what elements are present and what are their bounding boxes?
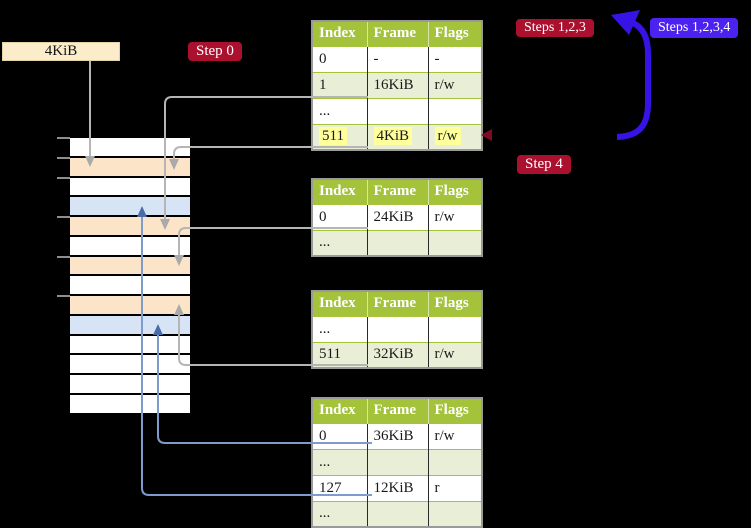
page-table-cell	[427, 97, 482, 124]
address-tick	[57, 156, 70, 159]
page-table-cell: 24KiB	[366, 203, 428, 230]
column-header-frame: Frame	[366, 291, 428, 316]
memory-frame-28kib	[70, 276, 190, 296]
page-table-cell: -	[366, 45, 428, 72]
steps-loop-arrow	[616, 18, 651, 140]
page-table-cell: 0	[312, 203, 367, 230]
memory-frame-40kib	[70, 335, 190, 356]
page-table-cell: -	[427, 45, 482, 72]
page-table-cell: 0	[312, 45, 367, 72]
highlighted-value: r/w	[434, 127, 461, 146]
steps-1-2-3-4-badge: Steps 1,2,3,4	[650, 18, 739, 38]
page-table-row: 0--	[312, 45, 482, 72]
steps-1-2-3-badge: Steps 1,2,3	[516, 19, 594, 37]
memory-frame-0kib	[70, 138, 190, 158]
page-table-cell: r/w	[427, 422, 482, 449]
page-table-cell: 4KiB	[366, 123, 428, 150]
memory-frame-36kib	[70, 315, 190, 336]
page-table-cell	[366, 97, 428, 124]
page-table-cell	[366, 500, 428, 527]
page-table-cell: 12KiB	[366, 474, 428, 501]
page-table-cell: ...	[312, 448, 367, 475]
page-table-cell: ...	[312, 315, 367, 342]
column-header-flags: Flags	[427, 291, 482, 316]
page-table-cell: 16KiB	[366, 71, 428, 98]
page-table-row: ...	[312, 97, 482, 124]
highlighted-value: 4KiB	[373, 127, 413, 146]
column-header-frame: Frame	[366, 179, 428, 204]
address-tick	[57, 295, 70, 297]
memory-frame-20kib	[70, 236, 190, 257]
page-table-cell: ...	[312, 229, 367, 256]
column-header-flags: Flags	[427, 179, 482, 204]
column-header-frame: Frame	[366, 21, 428, 46]
page-table-cell: 36KiB	[366, 422, 428, 449]
page-table-cell: 511	[312, 341, 367, 368]
page-size-label: 4KiB	[2, 42, 120, 61]
page-table-cell	[366, 315, 428, 342]
memory-frame-8kib	[70, 177, 190, 198]
page-table-row: ...	[312, 448, 482, 475]
page-table-cell: 32KiB	[366, 341, 428, 368]
step-4-badge: Step 4	[517, 155, 571, 174]
page-table-cell: 127	[312, 474, 367, 501]
address-tick	[57, 137, 70, 139]
memory-frame-4kib	[70, 157, 190, 178]
column-header-index: Index	[312, 398, 367, 423]
column-header-flags: Flags	[427, 398, 482, 423]
page-table-cell: r/w	[427, 123, 482, 150]
column-header-frame: Frame	[366, 398, 428, 423]
page-table-cell: 1	[312, 71, 367, 98]
memory-frame-16kib	[70, 217, 190, 237]
column-header-index: Index	[312, 179, 367, 204]
page-table-cell	[427, 500, 482, 527]
page-table-row: ...	[312, 315, 482, 342]
page-table-cell	[427, 315, 482, 342]
highlighted-value: 511	[319, 127, 347, 146]
memory-frame-32kib	[70, 296, 190, 316]
page-table-cell	[366, 448, 428, 475]
column-header-index: Index	[312, 291, 367, 316]
page-table-cell: r/w	[427, 203, 482, 230]
page-table-cell: r/w	[427, 341, 482, 368]
memory-frame-12kib	[70, 197, 190, 217]
memory-frame-44kib	[70, 355, 190, 375]
page-table-cell	[366, 229, 428, 256]
page-table-cell	[427, 229, 482, 256]
column-header-flags: Flags	[427, 21, 482, 46]
page-table-cell: ...	[312, 97, 367, 124]
page-table-cell: 0	[312, 422, 367, 449]
page-table-row: ...	[312, 229, 482, 256]
address-tick	[57, 216, 70, 218]
page-table-row: 511 4KiB r/w	[312, 123, 482, 150]
page-table-cell	[427, 448, 482, 475]
page-table-cell: r/w	[427, 71, 482, 98]
physical-memory-strip	[70, 138, 190, 415]
step-0-badge: Step 0	[188, 42, 242, 61]
page-table-cell: ...	[312, 500, 367, 527]
memory-frame-24kib	[70, 256, 190, 277]
page-table-cell: 511	[312, 123, 367, 150]
page-table-cell: r	[427, 474, 482, 501]
memory-frame-48kib	[70, 375, 190, 395]
memory-frame-52kib	[70, 394, 190, 415]
column-header-index: Index	[312, 21, 367, 46]
address-tick	[57, 176, 70, 179]
page-table-row: ...	[312, 500, 482, 527]
steps-loop-arrowhead	[611, 10, 640, 35]
address-tick	[57, 255, 70, 258]
